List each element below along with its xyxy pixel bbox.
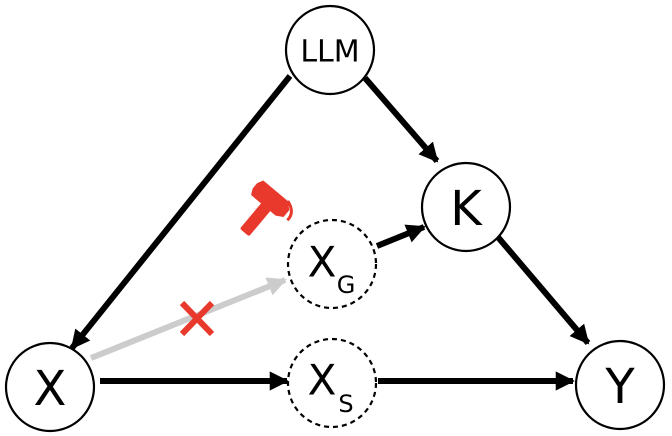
node-xs-label: X (308, 356, 337, 405)
edge-x-to-xg-blocked (89, 277, 287, 361)
node-xg: X G (286, 218, 378, 310)
hammer-icon (240, 180, 293, 236)
node-k: K (420, 161, 512, 253)
node-y-label: Y (604, 359, 635, 415)
edge-k-to-y (494, 234, 591, 345)
edge-llm-to-x (69, 74, 293, 350)
node-xs-subscript: S (338, 390, 353, 418)
cross-icon (179, 300, 215, 337)
node-llm: LLM (284, 4, 376, 96)
node-llm-label: LLM (300, 35, 359, 70)
node-xg-subscript: G (337, 271, 356, 299)
edge-xg-to-k (375, 224, 426, 249)
node-k-label: K (450, 181, 483, 237)
node-x: X (4, 341, 96, 433)
node-xs: X S (286, 337, 378, 429)
node-xg-label: X (308, 238, 337, 287)
edge-llm-to-k (362, 76, 440, 163)
node-x-label: X (34, 361, 67, 417)
node-y: Y (574, 339, 666, 431)
